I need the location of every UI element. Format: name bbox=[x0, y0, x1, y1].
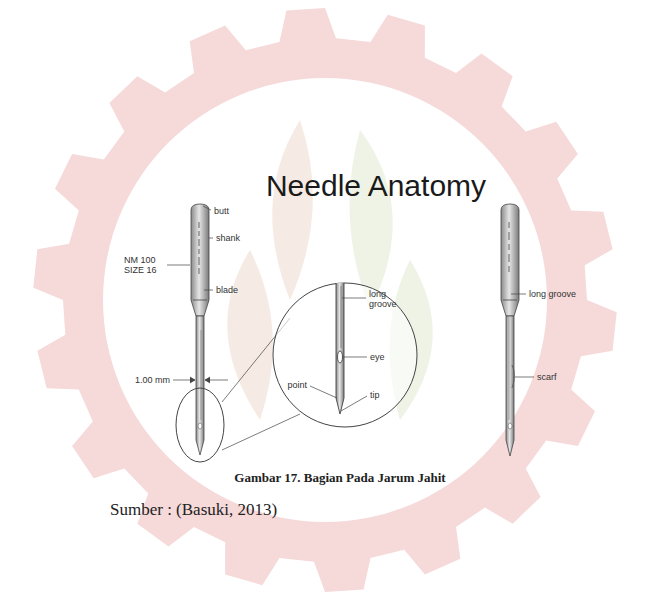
watermark-leaf bbox=[350, 130, 393, 310]
part-label: scarf bbox=[537, 372, 557, 382]
watermark-center bbox=[103, 78, 547, 522]
part-label: butt bbox=[214, 206, 229, 216]
part-label: long groove bbox=[529, 289, 576, 299]
watermark-leaf bbox=[272, 120, 313, 300]
part-label: long groove bbox=[369, 289, 403, 310]
dimension-label: 1.00 mm bbox=[135, 375, 170, 385]
diagram-title: Needle Anatomy bbox=[266, 169, 486, 204]
part-label: shank bbox=[216, 233, 240, 243]
source-note: Sumber : (Basuki, 2013) bbox=[110, 500, 277, 520]
zoom-detail bbox=[273, 283, 417, 427]
size-label: NM 100 SIZE 16 bbox=[124, 255, 164, 276]
part-label: tip bbox=[370, 390, 380, 400]
watermark-gear bbox=[33, 8, 616, 592]
shank-marking bbox=[199, 222, 200, 274]
part-label: point bbox=[287, 380, 307, 390]
part-label: blade bbox=[216, 285, 238, 295]
watermark-leaf bbox=[227, 250, 273, 420]
figure-caption: Gambar 17. Bagian Pada Jarum Jahit bbox=[234, 471, 445, 486]
part-label: eye bbox=[370, 352, 385, 362]
right-needle bbox=[501, 204, 534, 456]
